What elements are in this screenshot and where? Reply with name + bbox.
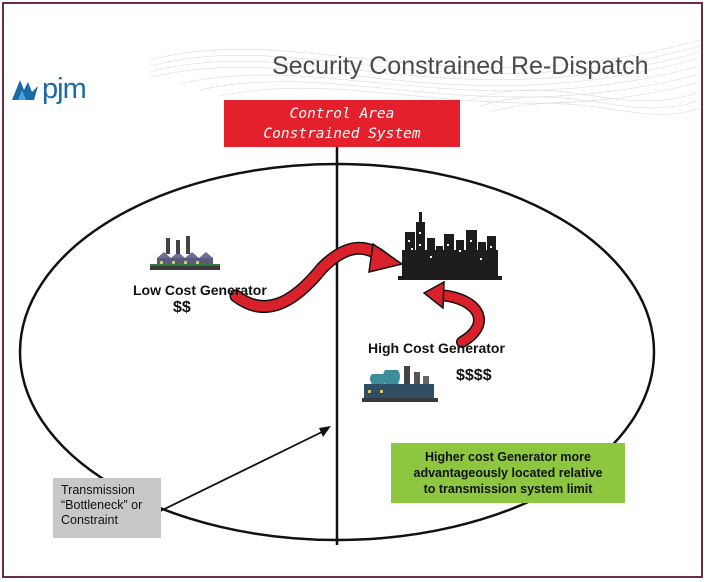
bottleneck-note-line2: “Bottleneck” or: [61, 498, 143, 512]
bottleneck-note: Transmission “Bottleneck” or Constraint: [53, 478, 161, 538]
pjm-logo-icon: [12, 80, 38, 100]
control-area-line1: Control Area: [289, 105, 395, 122]
pjm-logo: pjm: [10, 73, 87, 105]
high-cost-generator-label: High Cost Generator: [368, 340, 505, 356]
bottleneck-note-line3: Constraint: [61, 513, 118, 527]
bottleneck-pointer-arrow: [141, 426, 331, 521]
logo-text: pjm: [42, 73, 87, 105]
advantage-note-line2: advantageously located relative: [413, 466, 603, 480]
factory-icon: [150, 236, 220, 270]
advantage-note: Higher cost Generator more advantageousl…: [391, 443, 625, 503]
power-plant-icon: [362, 366, 438, 402]
control-area-line2: Constrained System: [263, 125, 421, 142]
high-cost-generator-price: $$$$: [456, 367, 492, 384]
flow-arrow-high-to-city: [422, 280, 485, 348]
advantage-note-line3: to transmission system limit: [423, 482, 593, 496]
advantage-note-line1: Higher cost Generator more: [424, 450, 591, 464]
page-title: Security Constrained Re-Dispatch: [272, 52, 649, 80]
city-skyline-icon: [398, 212, 502, 280]
flow-arrow-low-to-city: [229, 241, 404, 314]
low-cost-generator-label: Low Cost Generator: [133, 282, 267, 298]
low-cost-generator-price: $$: [173, 299, 191, 316]
bottleneck-note-line1: Transmission: [61, 483, 135, 497]
control-area-box: Control Area Constrained System: [224, 100, 460, 147]
